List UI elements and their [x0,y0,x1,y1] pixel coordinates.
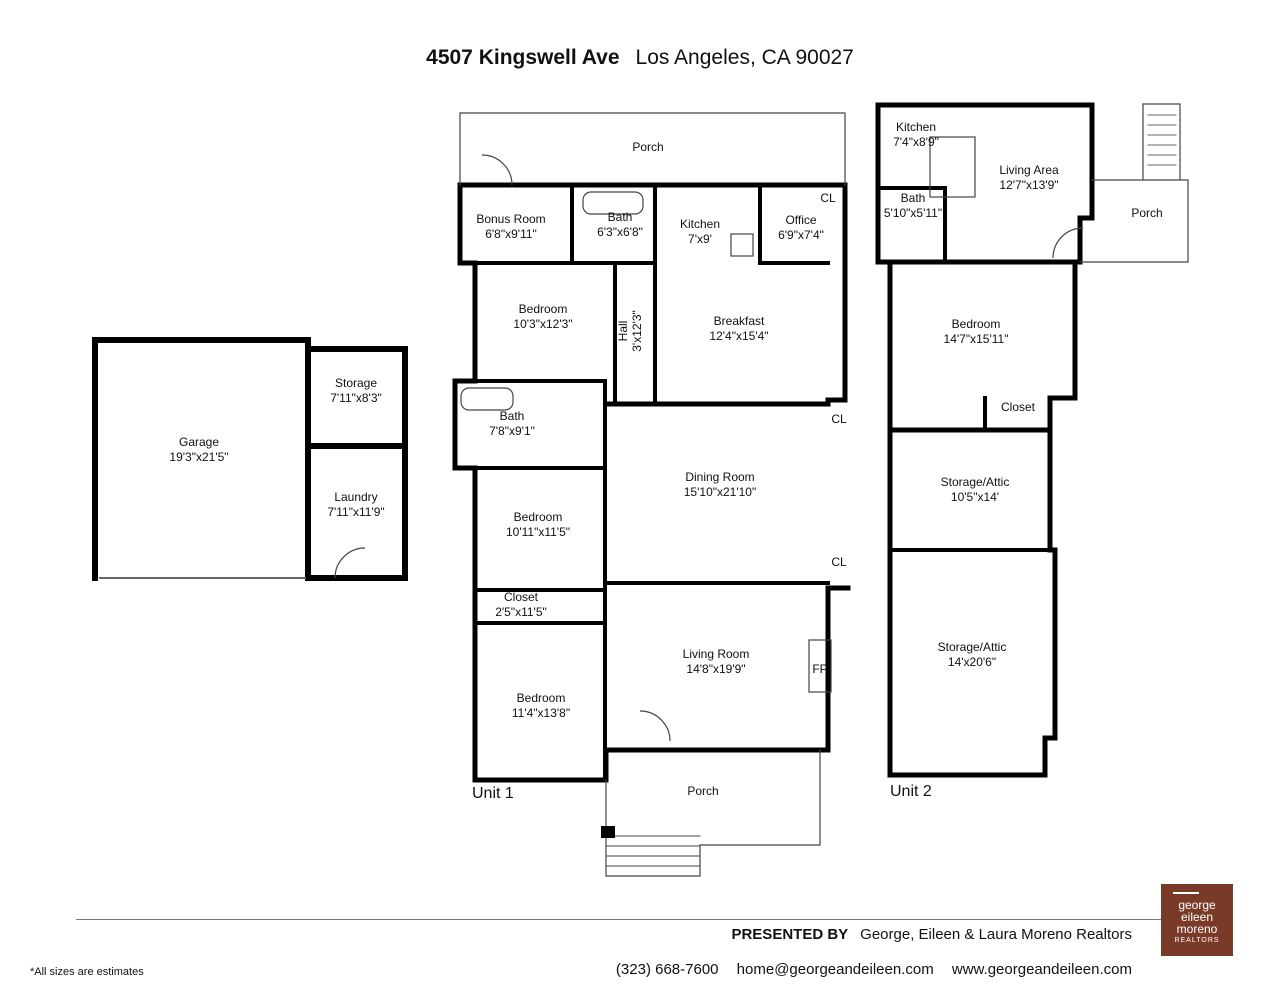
hall-size: 3'x12'3" [630,310,644,352]
walls [92,102,1189,877]
unit2-outer-wall [875,102,1095,778]
unit2-label: Unit 2 [890,783,932,800]
address: 4507 Kingswell Ave [426,46,620,69]
estimate-note: *All sizes are estimates [30,966,144,978]
unit1-outer-wall [452,182,851,783]
realtor-logo: george eileen moreno REALTORS [1161,884,1233,956]
presented-by-label: PRESENTED BY [731,926,849,943]
contact-info: (323) 668-7600 home@georgeandeileen.com … [602,961,1132,978]
room-porch-front: Porch [687,784,718,798]
porch-2-wall [1079,103,1189,263]
room-closet-2: Closet [1001,400,1036,414]
unit1-label: Unit 1 [472,785,514,802]
room-porch-2: Porch [1131,206,1162,220]
realtors-name: George, Eileen & Laura Moreno Realtors [860,926,1132,943]
tag-cl-dining-top: CL [831,412,847,426]
porch-front-wall [605,749,821,877]
email-link[interactable]: home@georgeandeileen.com [736,961,934,978]
unit1-inner-wall [453,183,830,782]
tag-cl-dining-bottom: CL [831,555,847,569]
website-link[interactable]: www.georgeandeileen.com [951,961,1132,978]
tag-fp: FP [812,662,827,676]
porch-back-wall [459,112,846,186]
phone: (323) 668-7600 [615,961,719,978]
garage-wall [92,337,408,581]
porch-stairs [605,835,701,867]
hall-label: Hall [616,321,630,342]
city: Los Angeles, CA 90027 [635,46,854,69]
footer-divider [76,919,1226,920]
tags: CL CL CL FP [812,191,847,676]
page-title: 4507 Kingswell Ave Los Angeles, CA 90027 [0,46,1280,70]
fixtures [334,136,1084,742]
presented-by: PRESENTED BY George, Eileen & Laura Moren… [731,926,1132,943]
tag-cl-office: CL [820,191,836,205]
unit2-inner-wall [876,186,1052,552]
room-porch-back-1: Porch [632,140,663,154]
